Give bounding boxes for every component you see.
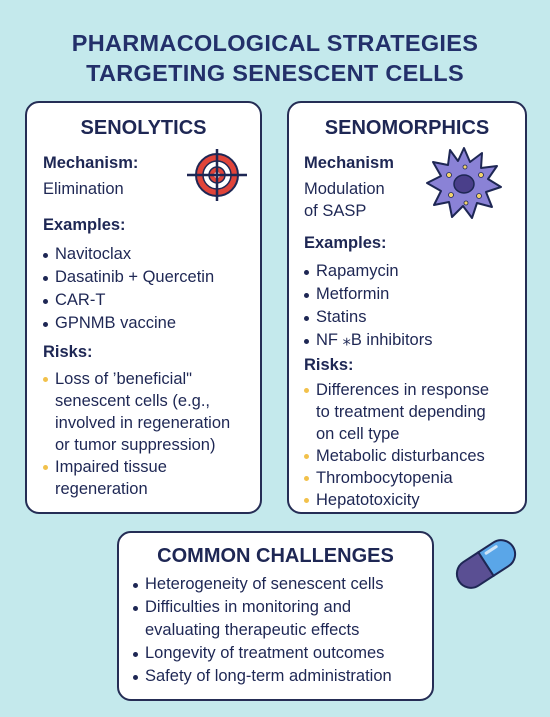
- list-item: Difficulties in monitoring and evaluatin…: [131, 596, 392, 642]
- risk-item: Loss of ’beneficial" senescent cells (e.…: [41, 368, 230, 456]
- risk-item: Hepatotoxicity: [302, 489, 489, 511]
- list-item: Safety of long-term administration: [131, 665, 392, 688]
- list-item: GPNMB vaccine: [41, 312, 214, 335]
- list-item: Rapamycin: [302, 260, 432, 283]
- page-title-line-2: TARGETING SENESCENT CELLS: [86, 60, 464, 86]
- list-item: Longevity of treatment outcomes: [131, 642, 392, 665]
- risk-line: or tumor suppression): [55, 436, 216, 454]
- senolytics-title: SENOLYTICS: [80, 117, 207, 139]
- risk-line: Impaired tissue: [55, 458, 167, 476]
- mechanism-line: of SASP: [304, 202, 367, 220]
- senomorphics-risks-list: Differences in response to treatment dep…: [302, 379, 489, 511]
- risk-item: Metabolic disturbances: [302, 445, 489, 467]
- senomorphics-title: SENOMORPHICS: [324, 117, 490, 139]
- senolytics-risks-label: Risks:: [43, 343, 93, 361]
- list-item: Navitoclax: [41, 243, 214, 266]
- risk-line: involved in regeneration: [55, 414, 231, 432]
- risk-item: Thrombocytopenia: [302, 467, 489, 489]
- list-item: Heterogeneity of senescent cells: [131, 573, 392, 596]
- list-item: NF ⁎B inhibitors: [302, 329, 432, 352]
- mechanism-line: Modulation: [304, 180, 385, 198]
- senomorphics-card: SENOMORPHICS Mechanism Modulation of SAS…: [287, 101, 527, 514]
- risk-item: Impaired tissue regeneration: [41, 456, 230, 500]
- senomorphics-examples-label: Examples:: [304, 234, 387, 252]
- senolytics-mechanism-text: Elimination: [43, 180, 124, 198]
- common-challenges-title: COMMON CHALLENGES: [157, 545, 394, 567]
- page-title: PHARMACOLOGICAL STRATEGIES TARGETING SEN…: [0, 28, 550, 88]
- risk-line: on cell type: [316, 425, 400, 443]
- capsule-icon: [455, 539, 517, 589]
- risk-line: senescent cells (e.g.,: [55, 392, 210, 410]
- risk-line: to treatment depending: [316, 403, 486, 421]
- list-item: Statins: [302, 306, 432, 329]
- page-title-line-1: PHARMACOLOGICAL STRATEGIES: [71, 30, 479, 56]
- risk-line: Loss of ’beneficial": [55, 370, 193, 388]
- senomorphics-examples-list: Rapamycin Metformin Statins NF ⁎B inhibi…: [302, 260, 432, 352]
- list-item: Dasatinib + Quercetin: [41, 266, 214, 289]
- senolytics-card: SENOLYTICS Mechanism: Elimination Exampl…: [25, 101, 262, 514]
- common-challenges-list: Heterogeneity of senescent cells Difficu…: [131, 573, 392, 688]
- senescent-cell-icon: [426, 147, 502, 219]
- item-line: evaluating therapeutic effects: [145, 621, 360, 639]
- senolytics-risks-list: Loss of ’beneficial" senescent cells (e.…: [41, 368, 230, 500]
- senolytics-examples-list: Navitoclax Dasatinib + Quercetin CAR-T G…: [41, 243, 214, 335]
- item-line: Difficulties in monitoring and: [145, 598, 352, 616]
- list-item: Metformin: [302, 283, 432, 306]
- risk-line: Differences in response: [316, 381, 490, 399]
- list-item: CAR-T: [41, 289, 214, 312]
- senolytics-examples-label: Examples:: [43, 216, 126, 234]
- risk-line: regeneration: [55, 480, 148, 498]
- target-icon: [187, 149, 247, 201]
- common-challenges-card: COMMON CHALLENGES Heterogeneity of senes…: [117, 531, 434, 701]
- senolytics-mechanism-label: Mechanism:: [43, 154, 139, 172]
- senomorphics-mechanism-text: Modulation of SASP: [304, 178, 385, 222]
- senomorphics-mechanism-label: Mechanism: [304, 154, 394, 172]
- risk-item: Differences in response to treatment dep…: [302, 379, 489, 445]
- senomorphics-risks-label: Risks:: [304, 356, 354, 374]
